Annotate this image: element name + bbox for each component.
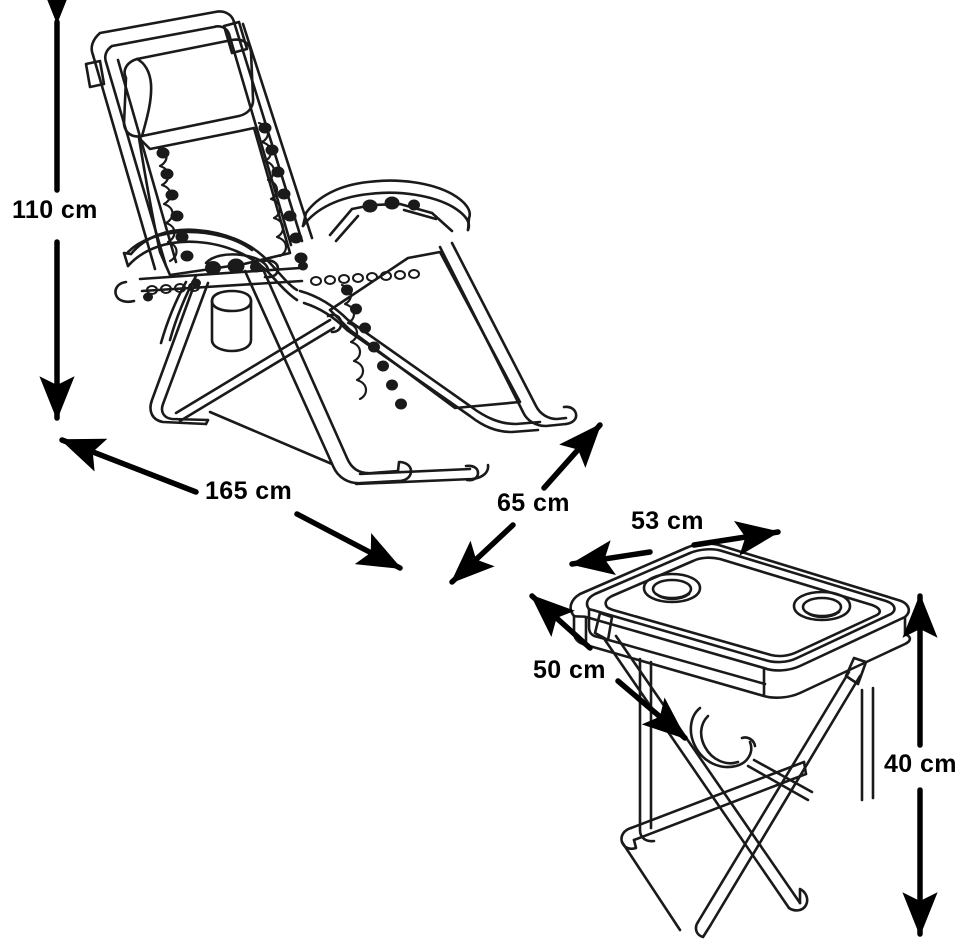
chair-cross-brace-lower (178, 326, 336, 423)
chair-bungee-lace-right (257, 121, 288, 258)
arrow-165-lower-right (294, 511, 403, 571)
table-top-rim-inner (585, 547, 896, 664)
chair-bungee-cord-left (156, 147, 194, 262)
table-hinge-tab-left (593, 611, 614, 642)
table-cupholder-left-outer (642, 572, 702, 604)
chair-drawing (84, 10, 578, 486)
dimension-arrows (39, 0, 938, 937)
chair-back-fabric (137, 126, 292, 277)
chair-armrest-support-strut-2 (334, 208, 438, 243)
table-leg-a2-inner (708, 674, 862, 928)
table-lower-brace-right-cap (802, 760, 808, 776)
table-lower-brace-bottom (632, 772, 808, 842)
table-leg-a2-foot (694, 920, 712, 939)
chair-footrest-rail-inner (302, 301, 540, 434)
chair-frame-rivets (143, 261, 308, 302)
chair-armrest-right-top (304, 179, 472, 220)
chair-bungee-cord-footrest (341, 284, 407, 410)
chair-headrest-strap-left (84, 59, 106, 89)
dimension-label-chair-width: 65 cm (497, 489, 570, 517)
chair-seat-rail-left-end (114, 280, 136, 304)
table-drawing (569, 542, 912, 939)
chair-back-right-tube-inner (227, 32, 293, 247)
chair-footrest-foot-bar-2 (358, 467, 472, 476)
table-cupholder-left-shadow (654, 592, 691, 601)
chair-seat-left-tip (122, 251, 133, 268)
chair-back-right-tube-third (241, 22, 314, 240)
chair-bungee-cord-right (258, 122, 308, 264)
chair-footrest-right-cap (562, 405, 578, 426)
table-leg-pivot-tab (740, 736, 757, 748)
chair-seat-front-edge-bottom (126, 240, 299, 302)
chair-armrest-fittings (362, 196, 420, 213)
dimension-label-table-depth: 50 cm (533, 656, 606, 684)
dimension-label-table-height: 40 cm (884, 750, 957, 778)
dimension-label-chair-height: 110 cm (12, 196, 98, 224)
chair-bungee-lace-left (156, 146, 178, 263)
table-top-edge-band (572, 614, 912, 699)
table-rear-brace-inner (752, 758, 814, 794)
table-rear-brace (746, 764, 810, 802)
arrow-65-upper-right (541, 422, 603, 491)
chair-footrest-right-inner (450, 241, 568, 421)
dimension-label-table-width: 53 cm (631, 507, 704, 535)
chair-cupholder-bracket-top (204, 253, 270, 271)
chair-cross-brace-upper (174, 318, 332, 415)
table-cupholder-right-shadow (804, 610, 841, 619)
chair-bungee-lace-footrest (340, 283, 368, 401)
chair-footrest-right-outer (438, 245, 568, 428)
chair-armrest-right-bottom (301, 191, 471, 232)
table-leg-pivot-loop (689, 706, 753, 769)
table-leg-a1-outer (603, 638, 791, 910)
chair-headrest-pillow (122, 38, 255, 138)
chair-front-leg-left-inner (160, 281, 210, 422)
chair-seat-rail-lower (140, 279, 304, 293)
table-leg-a2-outer (696, 670, 851, 924)
arrow-50-lower-right (615, 678, 688, 741)
chair-rear-support-b (159, 280, 188, 345)
table-leg-a1-foot (787, 887, 809, 912)
chair-seat-edge-lacing (310, 269, 420, 286)
table-rear-foot-left (620, 840, 682, 932)
chair-front-leg-left-outer (149, 278, 208, 426)
chair-back-left-tube-outer (91, 53, 157, 271)
chair-footrest-foot-joint (464, 464, 480, 482)
table-top-inset-panel (604, 556, 881, 658)
arrow-65-lower-left (449, 522, 516, 585)
table-cupholder-right-outer (792, 590, 852, 622)
table-leg-pivot-loop-inner (699, 714, 740, 765)
chair-armrest-right-tip (466, 216, 471, 232)
chair-lower-rail (208, 410, 334, 466)
chair-cup-holder-rim (210, 289, 253, 313)
chair-front-leg-left-foot (204, 418, 210, 426)
chair-cupholder-latch (262, 259, 280, 279)
chair-headrest-strap-right (222, 20, 249, 55)
arrow-50-upper-left (529, 593, 593, 651)
chair-main-leg-outer (243, 269, 400, 485)
dimension-label-chair-length: 165 cm (205, 477, 293, 505)
chair-back-left-tube-third (116, 58, 178, 264)
table-top-edge-band-inner (587, 607, 767, 686)
chair-back-top-rail-outer (90, 10, 236, 57)
chair-armrest-right-back (301, 211, 308, 228)
arrow-53-left (569, 540, 653, 576)
arrow-53-right (691, 520, 781, 556)
chair-cupholder-fittings (205, 258, 262, 275)
chair-headrest-roll-crease (135, 57, 153, 138)
table-leg-a1-inner (614, 634, 802, 905)
table-hinge-tab-right (844, 656, 868, 686)
chair-seat-rail-upper (138, 266, 302, 281)
arrow-165-upper-left (59, 437, 199, 495)
table-leg-b1 (638, 657, 656, 843)
chair-footrest-fabric (328, 250, 522, 410)
chair-cup-holder-body (210, 299, 253, 353)
